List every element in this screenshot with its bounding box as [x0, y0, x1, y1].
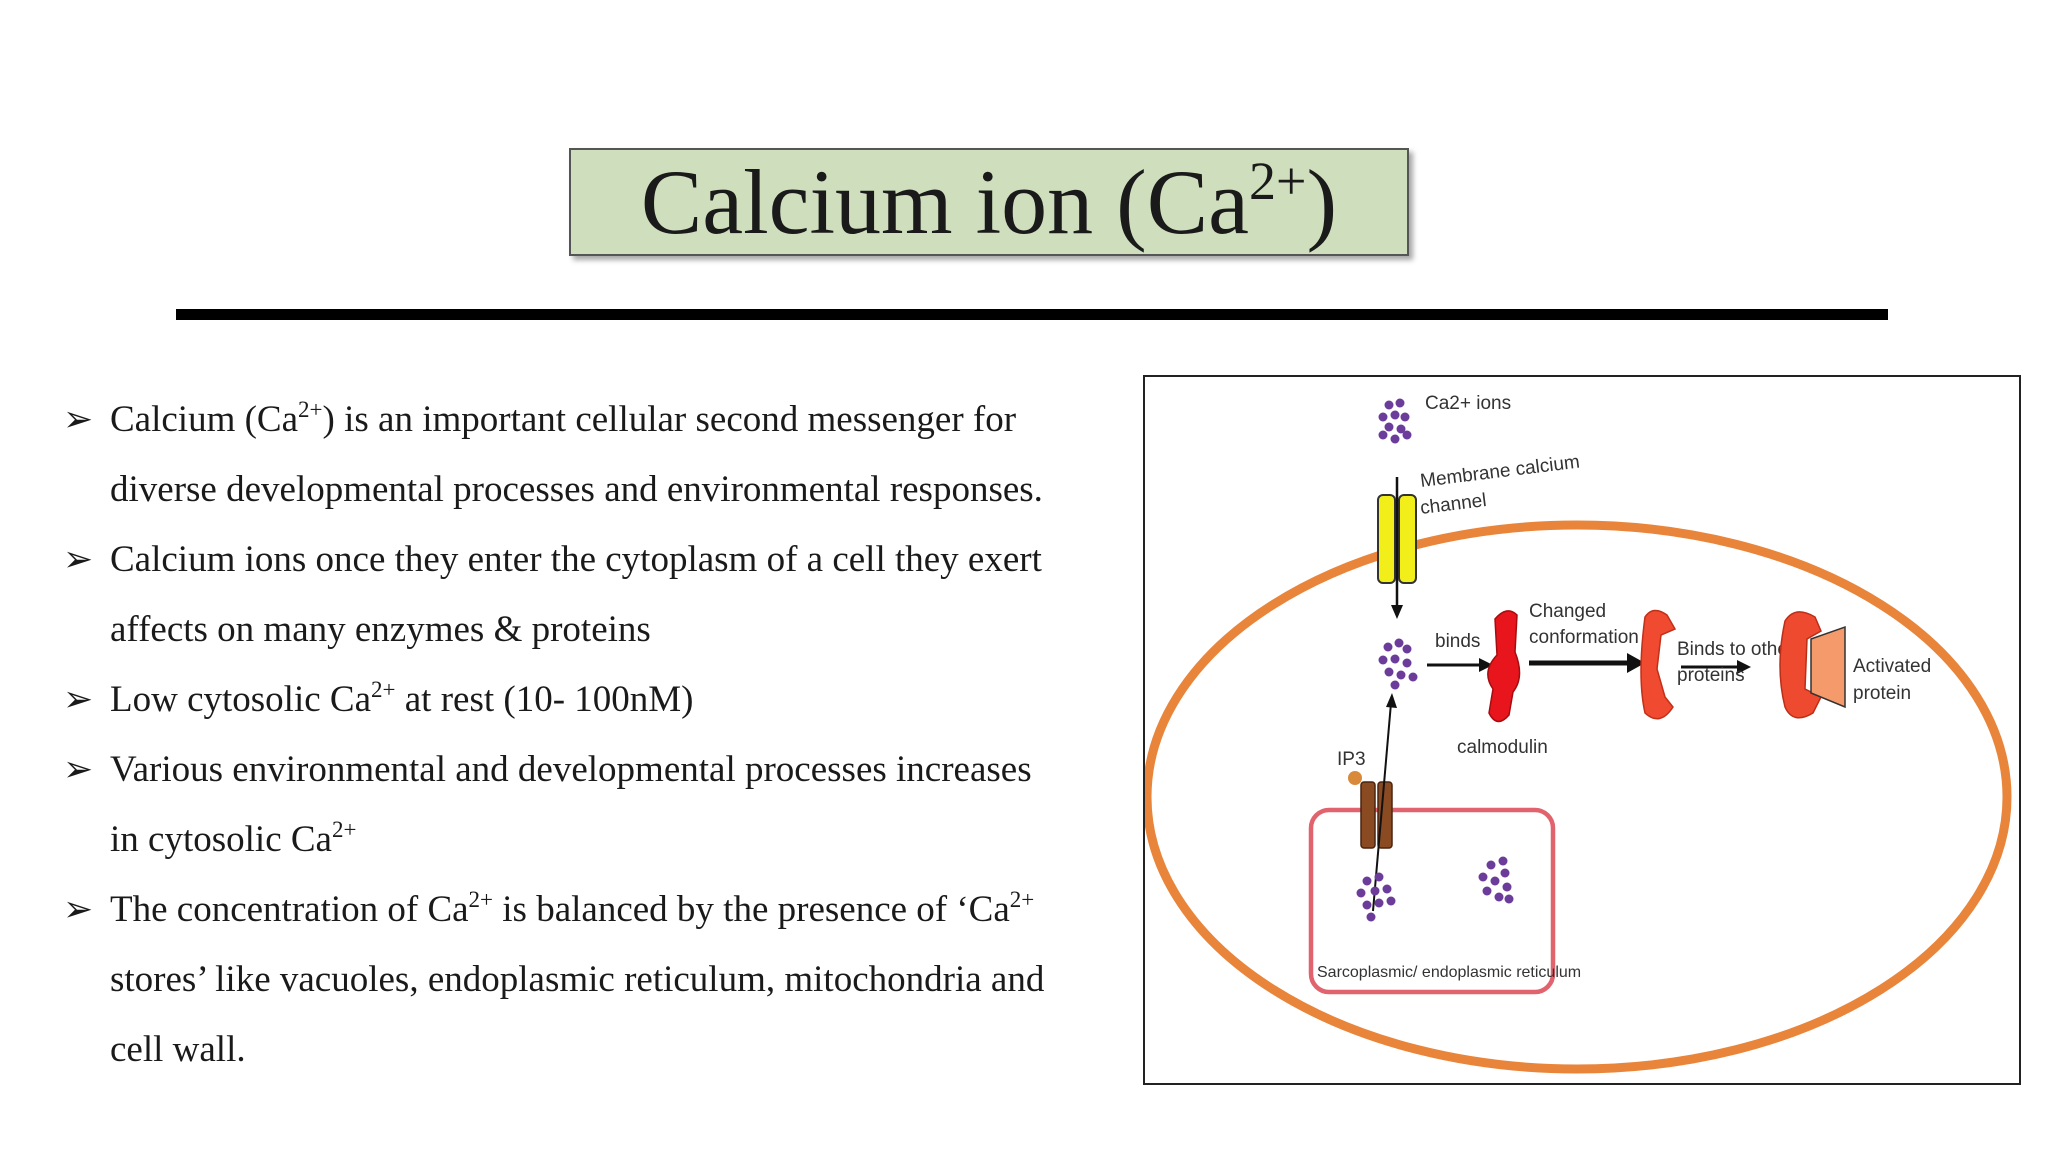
- bullet-line: diverse developmental processes and envi…: [110, 455, 1120, 525]
- bullet-text: at rest (10- 100nM): [395, 679, 694, 720]
- ion-cluster-reticulum-right: [1478, 856, 1514, 904]
- bullet-arrow-icon: ➢: [63, 679, 94, 720]
- bullet-item: ➢ Various environmental and developmental…: [60, 735, 1120, 875]
- bullet-text: The concentration of Ca: [110, 889, 469, 930]
- ion-cluster-top: [1378, 398, 1412, 444]
- ip3-receptor: [1348, 771, 1393, 849]
- channel-arrow: [1391, 477, 1403, 619]
- bullet-line: cell wall.: [110, 1015, 1120, 1085]
- cell-membrane: [1145, 520, 2012, 1074]
- activated-protein: [1779, 611, 1846, 719]
- label-changed-2: conformation: [1529, 627, 1639, 648]
- bullet-list: ➢Calcium (Ca2+) is an important cellular…: [60, 385, 1120, 1085]
- bullet-text: in cytosolic Ca: [110, 819, 332, 860]
- calcium-signaling-diagram: Ca2+ ions Membrane calcium channel binds…: [1143, 375, 2021, 1085]
- label-reticulum: Sarcoplasmic/ endoplasmic reticulum: [1317, 964, 1581, 981]
- page-title: Calcium ion (Ca2+): [640, 151, 1338, 253]
- bullet-line: The concentration of Ca2+ is balanced by…: [110, 875, 1120, 945]
- membrane-calcium-channel: [1377, 494, 1417, 584]
- label-channel-2: channel: [1419, 490, 1488, 519]
- bullet-line: Calcium ions once they enter the cytopla…: [110, 525, 1120, 595]
- title-box: Calcium ion (Ca2+): [569, 148, 1409, 256]
- bullet-text: Calcium (Ca: [110, 399, 299, 440]
- calmodulin-shape: [1487, 610, 1521, 723]
- label-activated-2: protein: [1853, 683, 1911, 704]
- binds-proteins-arrow: [1681, 660, 1751, 674]
- superscript: 2+: [468, 887, 494, 912]
- bullet-text: is balanced by the presence of ‘Ca: [493, 889, 1010, 930]
- bullet-arrow-icon: ➢: [63, 749, 94, 790]
- superscript: 2+: [331, 817, 357, 842]
- label-changed-1: Changed: [1529, 601, 1606, 622]
- bullet-arrow-icon: ➢: [63, 399, 94, 440]
- conformation-arrow: [1529, 653, 1645, 673]
- ion-cluster-reticulum-left: [1356, 872, 1396, 922]
- bullet-line: stores’ like vacuoles, endoplasmic retic…: [110, 945, 1120, 1015]
- superscript: 2+: [1009, 887, 1035, 912]
- label-binds: binds: [1435, 631, 1480, 652]
- bullet-line: affects on many enzymes & proteins: [110, 595, 1120, 665]
- bullet-text: diverse developmental processes and envi…: [110, 469, 1043, 510]
- bullet-line: Low cytosolic Ca2+ at rest (10- 100nM): [110, 665, 1120, 735]
- bullet-item: ➢ Calcium ions once they enter the cytopl…: [60, 525, 1120, 665]
- title-divider: [176, 309, 1888, 320]
- bullet-item: ➢ Low cytosolic Ca2+ at rest (10- 100nM): [60, 665, 1120, 735]
- superscript: 2+: [298, 397, 323, 422]
- bullet-text: Low cytosolic Ca: [110, 679, 372, 720]
- label-activated-1: Activated: [1853, 656, 1931, 677]
- reticulum: [1308, 807, 1556, 995]
- bullet-arrow-icon: ➢: [63, 889, 94, 930]
- bullet-line: Various environmental and developmental …: [110, 735, 1120, 805]
- label-ip3: IP3: [1337, 749, 1366, 770]
- bullet-text: stores’ like vacuoles, endoplasmic retic…: [110, 959, 1045, 1000]
- bullet-line: in cytosolic Ca2+: [110, 805, 1120, 875]
- label-ca-ions: Ca2+ ions: [1425, 393, 1511, 414]
- label-calmodulin: calmodulin: [1457, 737, 1548, 758]
- bullet-arrow-icon: ➢: [63, 539, 94, 580]
- bullet-text: Calcium ions once they enter the cytopla…: [110, 539, 1042, 580]
- bullet-text: affects on many enzymes & proteins: [110, 609, 651, 650]
- bullet-item: ➢The concentration of Ca2+ is balanced b…: [60, 875, 1120, 1085]
- label-channel-1: Membrane calcium: [1419, 452, 1581, 492]
- label-binds-other-1: Binds to other: [1677, 639, 1795, 660]
- bullet-text: ) is an important cellular second messen…: [322, 399, 1017, 440]
- superscript: 2+: [371, 677, 396, 702]
- binds-arrow: [1427, 658, 1493, 672]
- bullet-text: cell wall.: [110, 1029, 246, 1070]
- ion-cluster-cytoplasm: [1378, 638, 1418, 690]
- bullet-line: Calcium (Ca2+) is an important cellular …: [110, 385, 1120, 455]
- bullet-item: ➢ Calcium (Ca2+) is an important cellular…: [60, 385, 1120, 525]
- changed-calmodulin-shape: [1640, 609, 1677, 720]
- bullet-text: Various environmental and developmental …: [110, 749, 1032, 790]
- label-binds-other-2: proteins: [1677, 665, 1745, 686]
